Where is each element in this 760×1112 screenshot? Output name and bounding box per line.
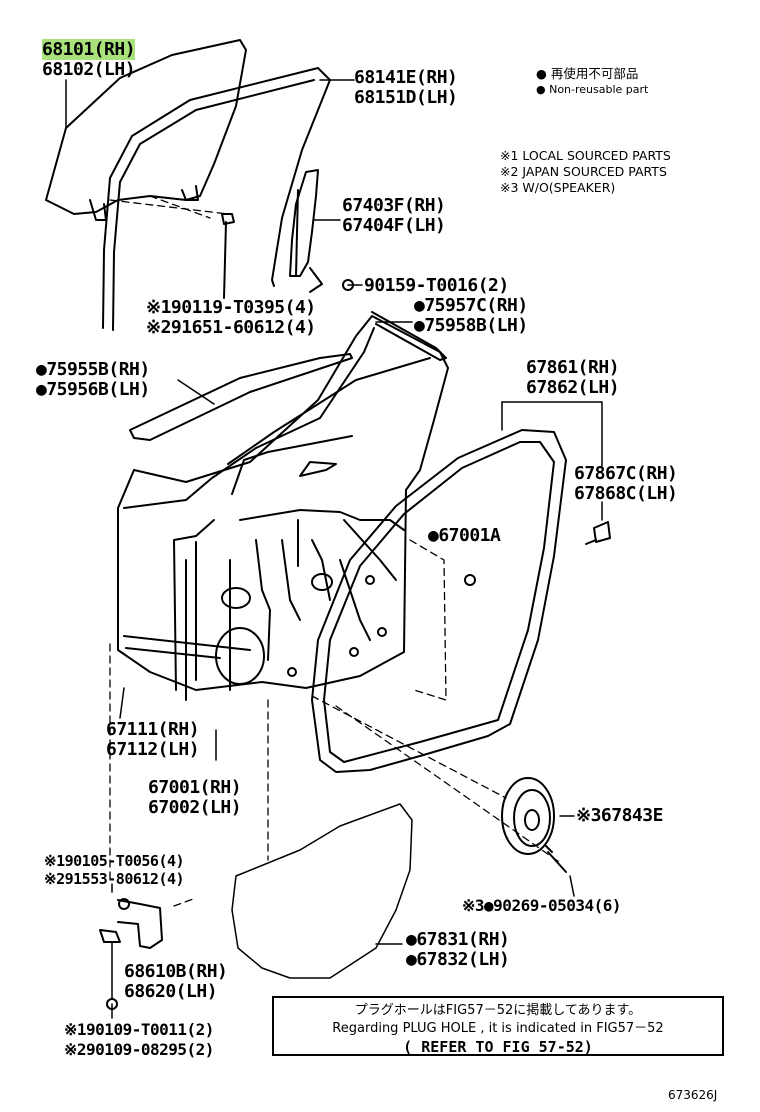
label-upper-bolt-a: ※190119-T0395(4) (146, 297, 316, 318)
frame-molding-shape (371, 311, 447, 361)
label-upper-bolt: ※190119-T0395(4) ※291651-60612(4) (146, 298, 316, 338)
label-belt-mold-lh: ●75956B(LH) (36, 379, 150, 400)
label-hinge-bolt-lower: ※190109-T0011(2) ※290109-08295(2) (64, 1020, 214, 1060)
label-clip-67001a: ●67001A (428, 525, 501, 546)
leader-lines (65, 79, 603, 1019)
label-hinge-bolt-b: ※291553-80612(4) (44, 870, 185, 888)
label-glass-rh: 68101(RH) (42, 39, 136, 60)
label-clip-67867: 67867C(RH) 67868C(LH) (574, 463, 678, 504)
door-frame-shape (117, 315, 449, 701)
door-glass-shape (45, 39, 247, 221)
label-door-panel-outer-lh: 67112(LH) (106, 739, 200, 760)
label-frame-mold: ●75957C(RH) ●75958B(LH) (414, 296, 528, 336)
note-japan-sourced: ※2 JAPAN SOURCED PARTS (500, 164, 667, 179)
label-sash-lh: 67404F(LH) (342, 215, 446, 236)
dashed-guide-lines (109, 195, 563, 907)
note-local-sourced: ※1 LOCAL SOURCED PARTS (500, 148, 671, 163)
service-hole-cover-shape (231, 803, 413, 979)
label-door-panel-outer: 67111(RH) 67112(LH) (106, 719, 200, 760)
label-frame-mold-lh: ●75958B(LH) (414, 315, 528, 336)
label-service-hole-cover: ●67831(RH) ●67832(LH) (406, 929, 510, 970)
label-weatherstrip-rh: 67861(RH) (526, 357, 620, 378)
legend-nonreusable-jp: ● 再使用不可部品 (536, 66, 639, 81)
label-belt-mold: ●75955B(RH) ●75956B(LH) (36, 360, 150, 400)
label-clip-67867-lh: 67868C(LH) (574, 483, 678, 504)
label-weatherstrip: 67861(RH) 67862(LH) (526, 357, 620, 398)
label-run-channel: 68141E(RH) 68151D(LH) (354, 67, 458, 108)
note-wo-speaker: ※3 W/O(SPEAKER) (500, 180, 616, 195)
source-notes: ※1 LOCAL SOURCED PARTS ※2 JAPAN SOURCED … (500, 148, 671, 196)
label-speaker-cover: ※367843E (576, 805, 663, 826)
label-upper-bolt-b: ※291651-60612(4) (146, 317, 316, 338)
label-door-panel-rh: 67001(RH) (148, 777, 242, 798)
clip-shapes (464, 521, 611, 586)
label-hinge-bolt-lower-b: ※290109-08295(2) (64, 1040, 214, 1059)
upper-bolt-shape (221, 213, 235, 299)
label-frame-mold-rh: ●75957C(RH) (414, 295, 528, 316)
label-run-channel-lh: 68151D(LH) (354, 87, 458, 108)
label-glass-lh: 68102(LH) (42, 59, 136, 80)
run-channel-shape (102, 67, 331, 331)
label-service-hole-cover-lh: ●67832(LH) (406, 949, 510, 970)
label-hinge-rh: 68610B(RH) (124, 961, 228, 982)
label-hinge-bolt: ※190105-T0056(4) ※291553-80612(4) (44, 852, 185, 888)
label-sash-rh: 67403F(RH) (342, 195, 446, 216)
label-sash: 67403F(RH) 67404F(LH) (342, 195, 446, 236)
label-belt-mold-rh: ●75955B(RH) (36, 359, 150, 380)
belt-molding-shape (129, 353, 353, 441)
label-hinge-bolt-a: ※190105-T0056(4) (44, 852, 185, 870)
label-hinge-bolt-lower-a: ※190109-T0011(2) (64, 1020, 214, 1039)
label-hinge: 68610B(RH) 68620(LH) (124, 961, 228, 1002)
weatherstrip-shape (311, 429, 567, 773)
legend-nonreusable-en: ● Non-reusable part (536, 83, 649, 96)
label-weatherstrip-lh: 67862(LH) (526, 377, 620, 398)
figure-code: 673626J (668, 1088, 718, 1102)
label-glass: 68101(RH) 68102(LH) (42, 39, 136, 80)
label-hinge-lh: 68620(LH) (124, 981, 218, 1002)
speaker-cover-shape (501, 777, 567, 873)
legend: ● 再使用不可部品 ● Non-reusable part (536, 66, 648, 98)
note-jp: プラグホールはFIG57－52に掲載してあります。 (354, 1003, 642, 1018)
note-en: Regarding PLUG HOLE , it is indicated in… (332, 1021, 664, 1036)
label-screw-90159: 90159-T0016(2) (364, 275, 509, 296)
label-run-channel-rh: 68141E(RH) (354, 67, 458, 88)
note-ref: ( REFER TO FIG 57-52) (403, 1038, 593, 1056)
label-door-panel-outer-rh: 67111(RH) (106, 719, 200, 740)
label-clip-67867-rh: 67867C(RH) (574, 463, 678, 484)
label-service-hole-cover-rh: ●67831(RH) (406, 929, 510, 950)
label-door-panel: 67001(RH) 67002(LH) (148, 777, 242, 818)
label-door-panel-lh: 67002(LH) (148, 797, 242, 818)
plug-hole-note-box: プラグホールはFIG57－52に掲載してあります。 Regarding PLUG… (272, 996, 724, 1056)
label-speaker-screw: ※3●90269-05034(6) (462, 896, 622, 915)
